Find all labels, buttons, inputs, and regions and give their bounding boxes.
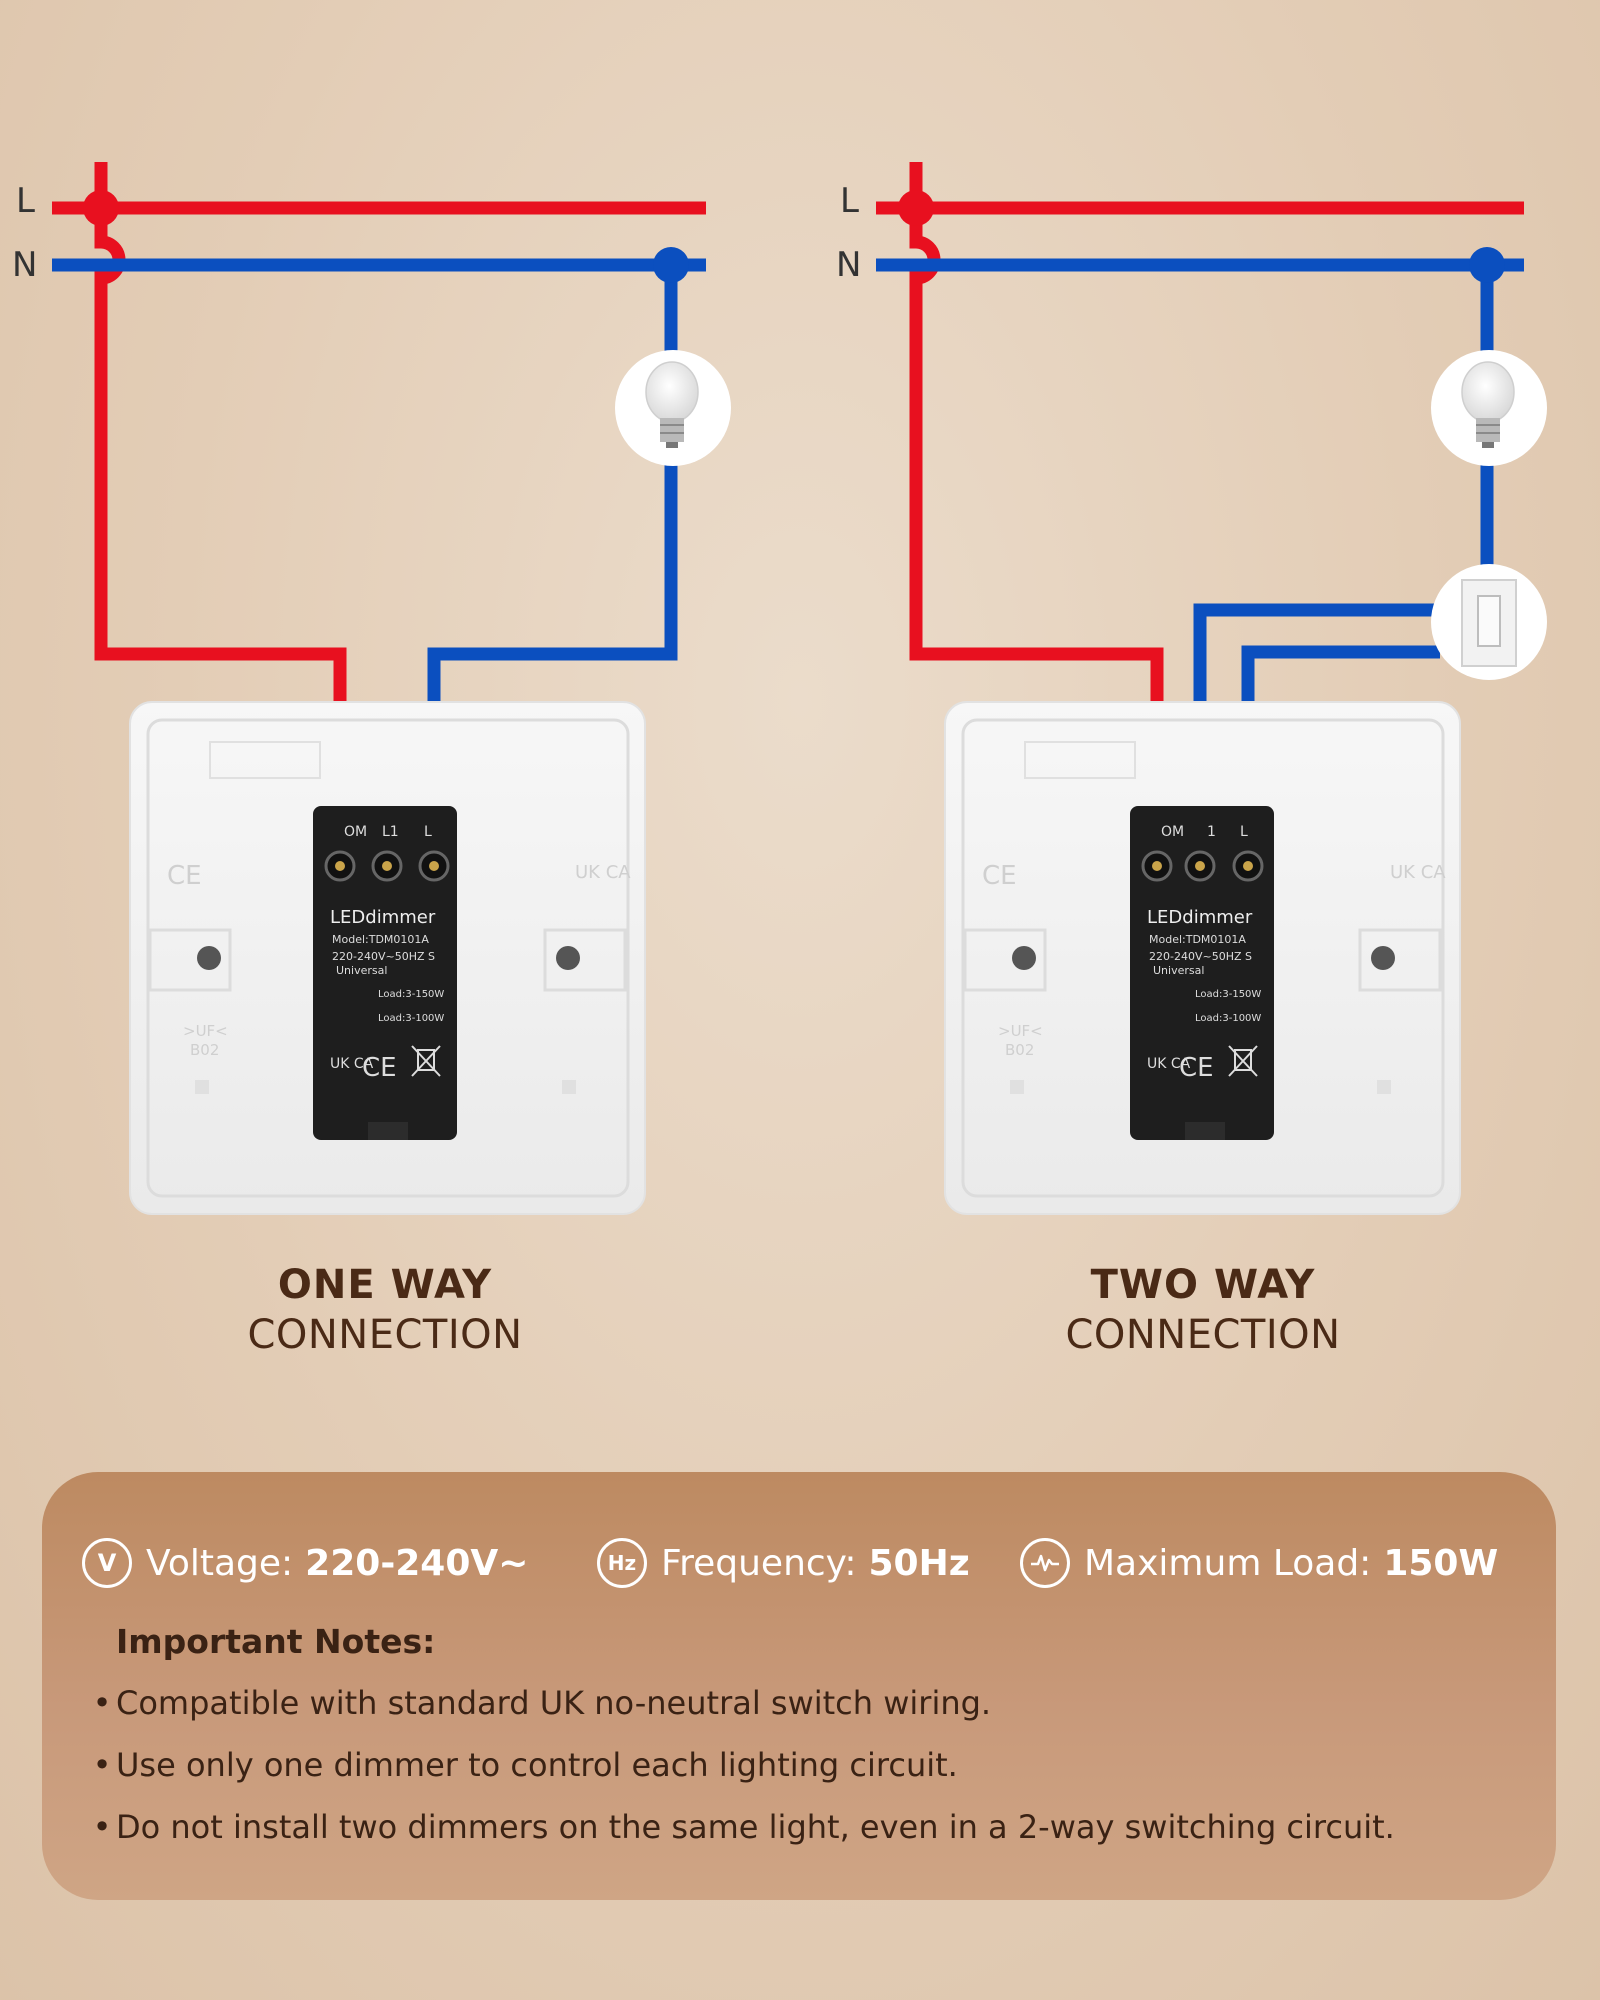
dimmer-module-two: OM 1 L LEDdimmer Model:TDM0101A 220-240V… [1130, 806, 1274, 1140]
dimmer-rating-two: 220-240V~50HZ S [1149, 950, 1252, 963]
weee-bin-icon [411, 1045, 441, 1077]
terminal-com-two: OM [1161, 824, 1184, 840]
one-way-title: ONE WAY [277, 1262, 493, 1308]
two-way-title: TWO WAY [1090, 1262, 1316, 1308]
light-bulb-icon-two [1431, 350, 1547, 466]
notes-title: Important Notes: [116, 1622, 436, 1661]
load-label: Maximum Load: [1084, 1542, 1372, 1584]
dimmer-load1: Load:3-150W [378, 989, 444, 1000]
wiring-diagram: L N [12, 162, 1547, 1215]
plate-code-two: >UF< [998, 1022, 1043, 1040]
terminal-l2: L [424, 824, 432, 840]
frequency-spec: Hz Frequency: 50Hz [597, 1538, 970, 1588]
dimmer-uk-mark-two: UK CA [1147, 1056, 1191, 1072]
dimmer-ce-mark-two: CE [1179, 1053, 1214, 1083]
two-way-switch-icon [1431, 564, 1547, 680]
dimmer-universal: Universal [336, 964, 387, 977]
dimmer-brand: LEDdimmer [330, 907, 436, 928]
two-way-caption: TWO WAY CONNECTION [953, 1262, 1453, 1358]
ukca-mark: UK CA [575, 862, 631, 883]
plate-code: >UF< [183, 1022, 228, 1040]
neutral-label: N [12, 245, 37, 285]
list-item: •Use only one dimmer to control each lig… [92, 1746, 958, 1784]
dimmer-ce-mark: CE [362, 1053, 397, 1083]
dimmer-load2-two: Load:3-100W [1195, 1013, 1261, 1024]
terminal-l1-two: 1 [1207, 824, 1216, 840]
dimmer-load2: Load:3-100W [378, 1013, 444, 1024]
wave-icon [1020, 1538, 1070, 1588]
weee-bin-icon-two [1228, 1045, 1258, 1077]
voltage-spec: V Voltage: 220-240V~ [82, 1538, 528, 1588]
one-way-diagram: L N [12, 162, 731, 1215]
neutral-label-two: N [836, 245, 861, 285]
one-way-caption: ONE WAY CONNECTION [135, 1262, 635, 1358]
list-item: •Compatible with standard UK no-neutral … [92, 1684, 992, 1722]
two-way-diagram: L N [836, 162, 1547, 1215]
frequency-icon: Hz [597, 1538, 647, 1588]
specs-panel: V Voltage: 220-240V~ Hz Frequency: 50Hz … [42, 1472, 1556, 1900]
dimmer-module: OM L1 L LEDdimmer Model:TDM0101A 220-240… [313, 806, 457, 1140]
notes-list: •Compatible with standard UK no-neutral … [88, 1684, 1395, 1870]
voltage-label: Voltage: [146, 1542, 294, 1584]
dimmer-model-two: Model:TDM0101A [1149, 933, 1246, 946]
voltage-icon: V [82, 1538, 132, 1588]
terminal-com: OM [344, 824, 367, 840]
one-way-subtitle: CONNECTION [247, 1312, 523, 1358]
light-bulb-icon [615, 350, 731, 466]
dimmer-rating: 220-240V~50HZ S [332, 950, 435, 963]
terminal-l2-two: L [1240, 824, 1248, 840]
neutral-wire-two [876, 247, 1524, 585]
dimmer-universal-two: Universal [1153, 964, 1204, 977]
two-way-subtitle: CONNECTION [1065, 1312, 1341, 1358]
ce-mark-two: CE [982, 861, 1017, 891]
load-value: 150W [1383, 1542, 1499, 1584]
plate-code-2-two: B02 [1005, 1041, 1034, 1059]
frequency-value: 50Hz [868, 1542, 970, 1584]
ukca-mark-two: UK CA [1390, 862, 1446, 883]
dimmer-load1-two: Load:3-150W [1195, 989, 1261, 1000]
frequency-label: Frequency: [661, 1542, 857, 1584]
plate-code-2: B02 [190, 1041, 219, 1059]
line-label: L [16, 181, 35, 221]
dimmer-uk-mark: UK CA [330, 1056, 374, 1072]
dimmer-brand-two: LEDdimmer [1147, 907, 1253, 928]
load-spec: Maximum Load: 150W [1020, 1538, 1498, 1588]
list-item: •Do not install two dimmers on the same … [92, 1808, 1395, 1846]
dimmer-model: Model:TDM0101A [332, 933, 429, 946]
voltage-value: 220-240V~ [305, 1542, 529, 1584]
terminal-l1: L1 [382, 824, 399, 840]
ce-mark: CE [167, 861, 202, 891]
line-label-two: L [840, 181, 859, 221]
